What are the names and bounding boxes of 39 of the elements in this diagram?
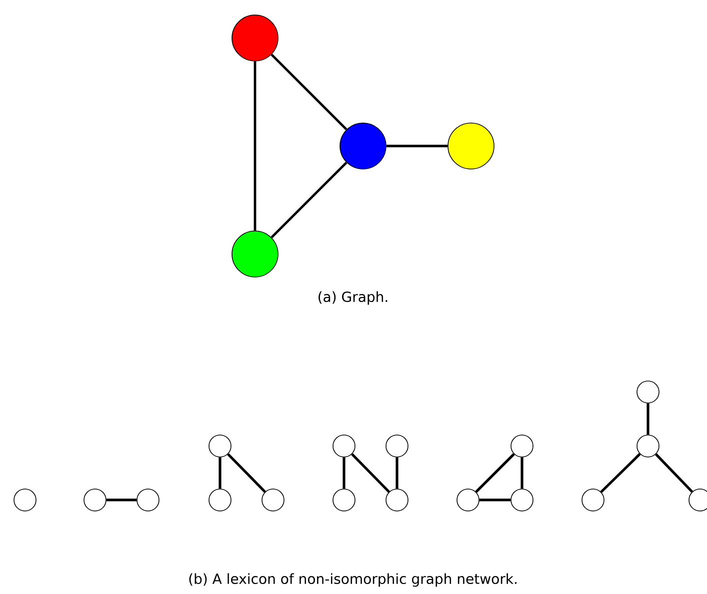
graph-vertex <box>136 488 160 512</box>
graph-edge <box>218 457 222 489</box>
graph-vertex <box>262 488 284 512</box>
graph-edge <box>479 498 511 502</box>
graph-vertex <box>208 434 232 458</box>
graph-edge <box>270 54 348 130</box>
graph-edge <box>270 162 348 238</box>
graph-edge <box>351 453 390 493</box>
graph-edge <box>227 453 266 493</box>
graph-vertex <box>208 488 232 512</box>
graph-vertex <box>340 122 386 170</box>
graph-vertex <box>84 488 106 512</box>
graph-edge <box>106 498 137 502</box>
graph-vertex <box>386 434 408 458</box>
graph-edge <box>646 403 650 435</box>
graph-vertex <box>232 14 278 62</box>
graph-vertex <box>636 380 660 404</box>
graph-edge <box>396 457 398 489</box>
graph-vertex <box>332 488 356 512</box>
graph-edge <box>254 61 256 231</box>
graph-vertex <box>332 434 356 458</box>
graph-edge <box>475 453 515 493</box>
graph-edge <box>600 453 641 493</box>
graph-vertex <box>448 122 494 170</box>
graph-vertex <box>232 230 278 278</box>
graph-vertex <box>582 488 604 512</box>
graph-vertex <box>386 488 408 512</box>
graph-vertex <box>456 488 480 512</box>
graph-vertex <box>688 488 707 512</box>
graph-edge <box>654 453 694 493</box>
graph-edge <box>342 457 346 489</box>
caption: (a) Graph. <box>318 291 388 305</box>
graph-vertex <box>510 488 534 512</box>
graph-vertex <box>14 488 36 512</box>
graph-vertex <box>510 434 534 458</box>
caption: (b) A lexicon of non-isomorphic graph network. <box>189 573 516 587</box>
graph-edge <box>520 457 524 489</box>
graph-vertex <box>636 434 660 458</box>
graph-edge <box>386 144 448 148</box>
